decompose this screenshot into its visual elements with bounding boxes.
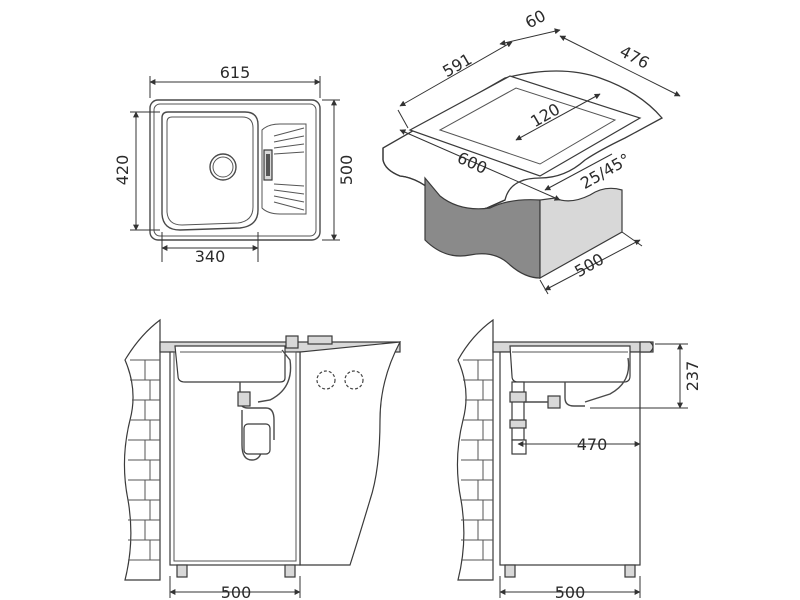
depth-dimension-line-iso <box>544 239 641 291</box>
top-view: 615 500 420 340 <box>113 63 356 266</box>
flange-label: 60 <box>522 6 549 32</box>
cabinet-front <box>424 176 541 279</box>
front-leg-right <box>284 564 296 578</box>
height-label: 237 <box>683 361 702 392</box>
front-tap-fitting <box>285 335 299 349</box>
length-label: 591 <box>439 49 475 81</box>
drain-offset-label: 470 <box>577 435 608 454</box>
sink-outline <box>149 99 321 241</box>
bowl <box>161 111 259 231</box>
drain-hole-inner <box>212 156 234 178</box>
flange-dimension-line <box>499 28 561 46</box>
front-width-label: 500 <box>221 583 252 600</box>
drainer-board <box>261 123 307 215</box>
side-brick-joints <box>461 359 493 561</box>
side-drain-pipe <box>564 357 630 407</box>
bowl-inner <box>166 116 254 226</box>
front-overflow-pipe <box>257 349 292 403</box>
drainer-grooves <box>273 127 305 211</box>
side-leg-left <box>504 564 516 578</box>
bowl-depth-label: 420 <box>113 155 132 186</box>
length-dimension-line <box>399 41 513 107</box>
cabinet-dimension-line <box>399 129 561 201</box>
front-cabinet <box>169 351 301 566</box>
side-trap-body <box>511 381 525 441</box>
radius-leader-line <box>544 153 613 191</box>
front-cabinet-side <box>299 341 402 566</box>
depth-label: 500 <box>337 155 356 186</box>
front-sink-bowl <box>174 345 286 383</box>
drain-hole <box>209 153 237 181</box>
outlet-circle-2 <box>344 370 364 390</box>
front-view: 500 <box>123 318 402 600</box>
front-trap-body <box>243 423 271 455</box>
outlet-circle-1 <box>316 370 336 390</box>
bowl-width-label: 340 <box>195 247 226 266</box>
overflow-slot-detail <box>266 154 270 176</box>
side-brick-wall <box>456 318 494 581</box>
brick-wall <box>123 318 161 581</box>
sink-inner-rim <box>153 103 317 237</box>
side-leg-right <box>624 564 636 578</box>
isometric-view: 60 591 476 120 600 25/45° 500 <box>382 6 681 295</box>
front-leg-left <box>176 564 188 578</box>
inner-length-dimension-line <box>559 35 681 97</box>
brick-joints <box>128 359 160 561</box>
width-label: 615 <box>220 63 251 82</box>
side-view: 237 470 500 <box>456 318 702 600</box>
inner-length-label: 476 <box>617 42 653 73</box>
side-width-label: 500 <box>555 583 586 600</box>
side-sink-bowl <box>509 345 631 383</box>
